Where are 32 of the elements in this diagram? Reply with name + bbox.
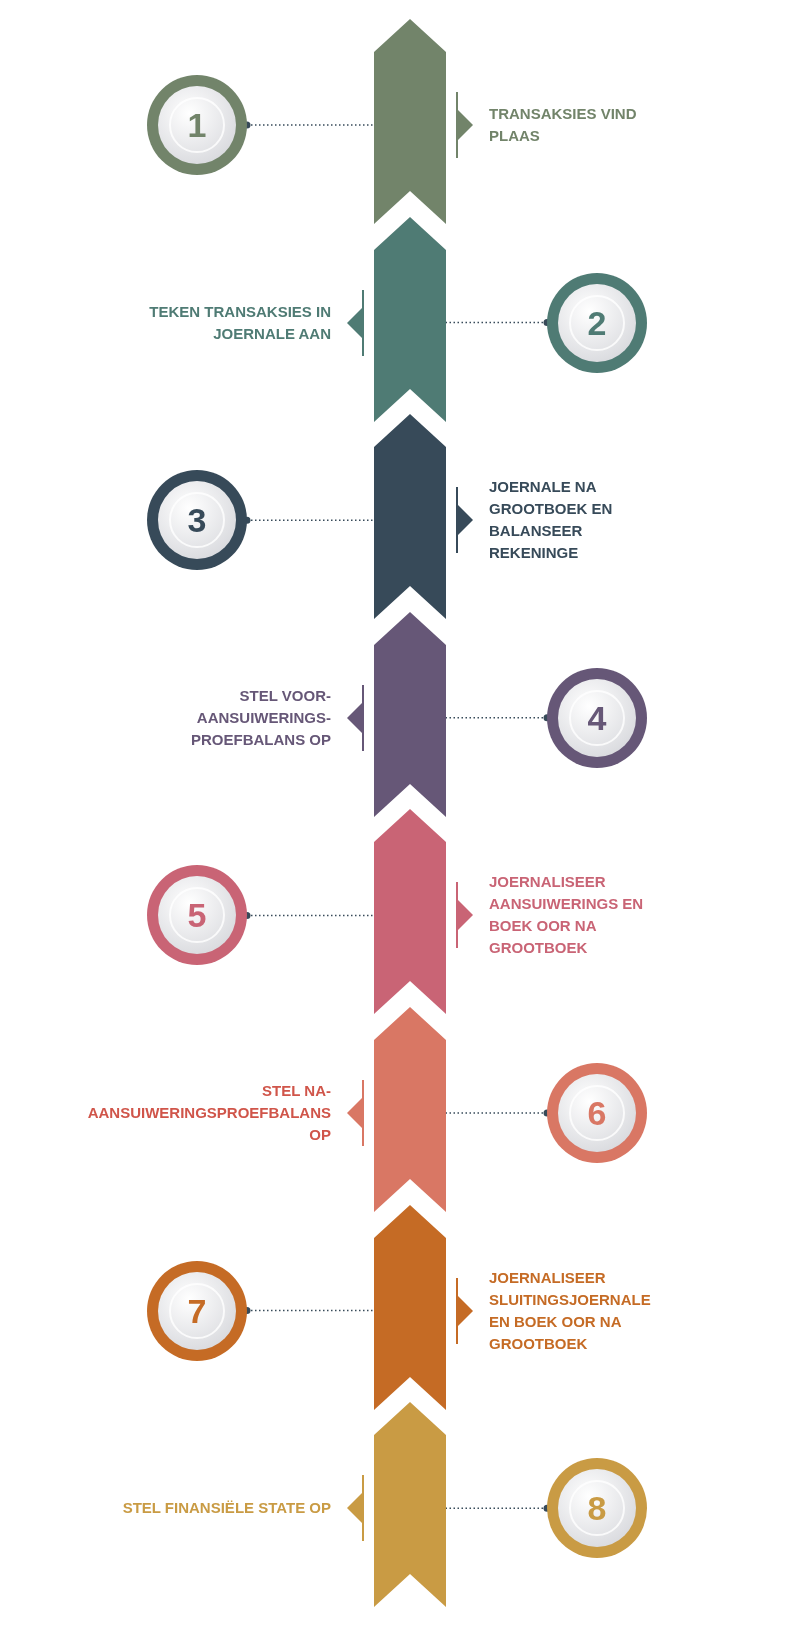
step-number: 7 [186,1290,208,1332]
chevron-band [374,611,446,817]
step-description: STEL NA-AANSUIWERINGSPROEFBALANS OP [87,1081,331,1145]
chevron-band [374,19,446,224]
chevron-band [374,1402,446,1608]
step-description: STEL VOOR-AANSUIWERINGS-PROEFBALANS OP [190,685,331,750]
step-description: JOERNALISEER SLUITINGSJOERNALE EN BOEK OOR NA GROOTBOEK [489,1267,652,1354]
chevron-band [374,1007,446,1212]
step-description: TEKEN TRANSAKSIES IN JOERNALE AAN [148,301,331,344]
number-circle [547,1063,647,1163]
number-circle [147,75,247,175]
step-number: 4 [586,697,608,739]
chevron-band [374,216,446,422]
step-number: 6 [586,1093,608,1134]
chevron-band [374,414,446,620]
step-number: 3 [186,500,208,542]
number-circle [547,667,647,768]
step-number: 1 [186,105,208,146]
number-circle [547,272,647,373]
step-number: 8 [586,1488,608,1530]
number-circle [147,1260,247,1361]
step-description: JOERNALE NA GROOTBOEK EN BALANSEER REKENINGE [489,477,614,564]
step-description: JOERNALISEER AANSUIWERINGS EN BOEK OOR NA GROOTBOEK [489,872,645,959]
chevron-band [374,1204,446,1410]
step-number: 2 [586,302,608,344]
step-number: 5 [186,895,208,937]
number-circle [547,1458,647,1559]
number-circle [147,865,247,966]
step-description: STEL FINANSIËLE STATE OP [122,1498,331,1519]
number-circle [147,470,247,571]
chevron-band [374,809,446,1015]
step-description: TRANSAKSIES VIND PLAAS [489,104,638,146]
